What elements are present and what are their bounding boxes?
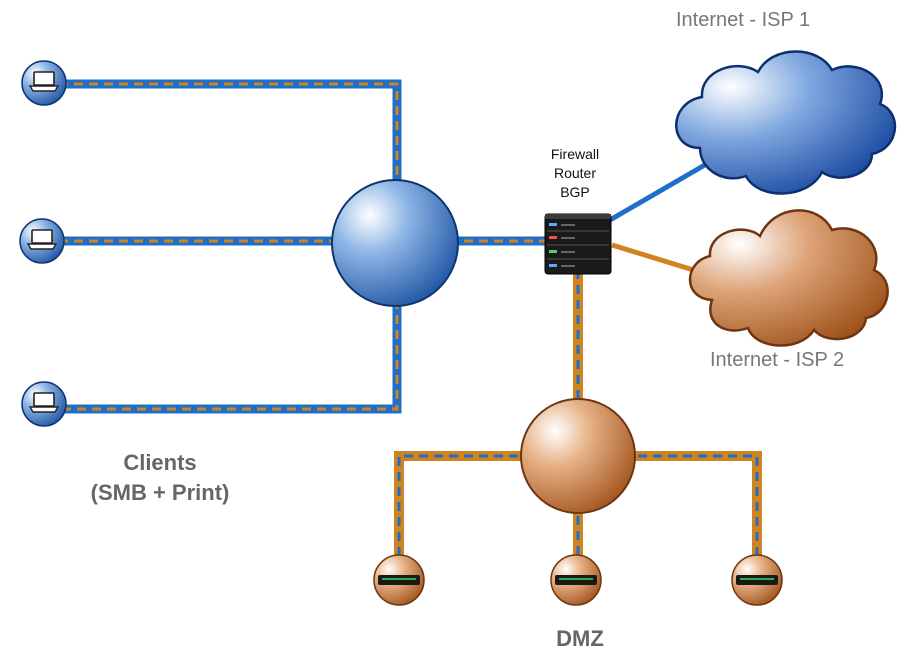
server-icon bbox=[373, 554, 425, 606]
isp1-label: Internet - ISP 1 bbox=[676, 9, 811, 31]
firewall-label: Firewall Router BGP bbox=[530, 145, 620, 202]
isp1-link bbox=[608, 152, 724, 223]
laptop-icon bbox=[21, 381, 67, 427]
isp1-cloud-icon bbox=[675, 50, 897, 195]
laptop-icon bbox=[21, 60, 67, 106]
dmz-label: DMZ bbox=[556, 626, 604, 651]
firewall-label-line3: BGP bbox=[560, 184, 590, 200]
firewall-router-icon bbox=[544, 213, 612, 275]
laptop-icon bbox=[19, 218, 65, 264]
dmz-links bbox=[394, 270, 762, 578]
client-links bbox=[44, 79, 548, 414]
client-switch-sphere bbox=[331, 179, 459, 307]
isp2-link bbox=[611, 242, 701, 275]
clients-label: Clients (SMB + Print) bbox=[60, 448, 260, 508]
firewall-label-line1: Firewall bbox=[550, 146, 600, 162]
clients-label-line2: (SMB + Print) bbox=[90, 480, 230, 505]
clients-label-line1: Clients bbox=[123, 450, 197, 475]
isp2-label: Internet - ISP 2 bbox=[710, 349, 845, 371]
isp2-cloud-icon bbox=[688, 209, 889, 347]
server-icon bbox=[731, 554, 783, 606]
server-icon bbox=[550, 554, 602, 606]
firewall-label-line2: Router bbox=[553, 165, 597, 181]
dmz-switch-sphere bbox=[520, 398, 636, 514]
